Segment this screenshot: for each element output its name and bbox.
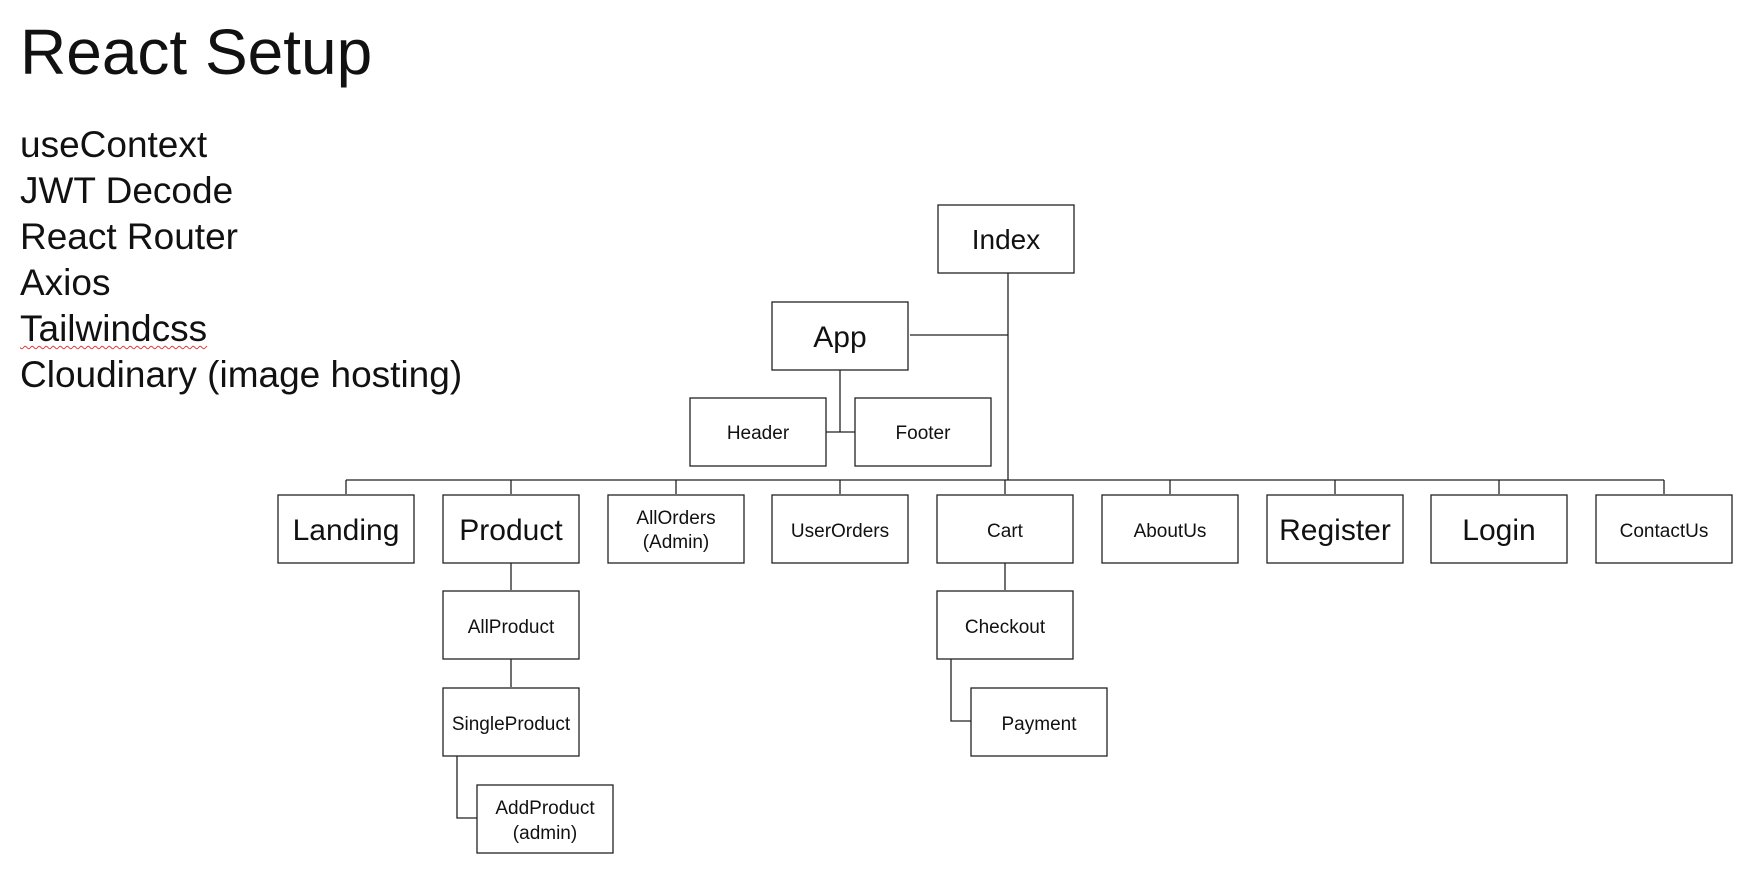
node-checkout: Checkout <box>936 590 1074 660</box>
node-landing: Landing <box>277 494 415 564</box>
edge-singleproduct-addproduct <box>456 756 477 819</box>
setup-item-jwt-decode: JWT Decode <box>20 170 234 211</box>
setup-item-axios: Axios <box>20 262 111 303</box>
setup-item-usecontext: useContext <box>20 124 208 165</box>
node-singleproduct-label: SingleProduct <box>452 714 571 735</box>
node-landing-label: Landing <box>293 514 400 547</box>
setup-item-tailwindcss: Tailwindcss <box>20 306 462 352</box>
node-allproduct: AllProduct <box>442 590 580 660</box>
node-addproduct-label: AddProduct <box>495 798 595 819</box>
node-aboutus: AboutUs <box>1101 494 1239 564</box>
setup-item-react-router: React Router <box>20 216 238 257</box>
node-aboutus-label: AboutUs <box>1134 521 1207 542</box>
node-payment: Payment <box>970 687 1108 757</box>
node-register-label: Register <box>1279 514 1391 547</box>
node-login: Login <box>1430 494 1568 564</box>
node-allorders-admin: AllOrders (Admin) <box>607 494 745 564</box>
spellcheck-underlined-word: Tailwindcss <box>20 308 208 349</box>
node-index-label: Index <box>972 224 1041 255</box>
node-userorders-label: UserOrders <box>791 521 889 542</box>
node-cart-label: Cart <box>987 521 1024 542</box>
node-allorders-sublabel: (Admin) <box>643 532 710 553</box>
node-addproduct-admin: AddProduct (admin) <box>476 784 614 854</box>
node-singleproduct: SingleProduct <box>442 687 580 757</box>
node-header: Header <box>689 397 827 467</box>
node-footer: Footer <box>854 397 992 467</box>
node-contactus: ContactUs <box>1595 494 1733 564</box>
node-allorders-label: AllOrders <box>636 508 715 529</box>
node-cart: Cart <box>936 494 1074 564</box>
node-index: Index <box>937 204 1075 274</box>
node-product-label: Product <box>459 514 563 547</box>
node-login-label: Login <box>1462 514 1535 547</box>
setup-item-cloudinary: Cloudinary (image hosting) <box>20 354 463 395</box>
node-checkout-label: Checkout <box>965 617 1046 638</box>
node-payment-label: Payment <box>1002 714 1078 735</box>
node-register: Register <box>1266 494 1404 564</box>
node-allproduct-label: AllProduct <box>468 617 555 638</box>
tree-connectors <box>345 272 1665 819</box>
node-contactus-label: ContactUs <box>1620 521 1709 542</box>
node-app-label: App <box>813 321 866 354</box>
node-userorders: UserOrders <box>771 494 909 564</box>
node-app: App <box>771 301 909 371</box>
setup-list: useContext JWT Decode React Router Axios… <box>20 122 462 398</box>
node-footer-label: Footer <box>896 423 952 444</box>
node-product: Product <box>442 494 580 564</box>
edge-checkout-payment <box>950 659 971 722</box>
node-addproduct-sublabel: (admin) <box>513 823 577 844</box>
node-header-label: Header <box>727 423 790 444</box>
page-title: React Setup <box>20 16 373 88</box>
